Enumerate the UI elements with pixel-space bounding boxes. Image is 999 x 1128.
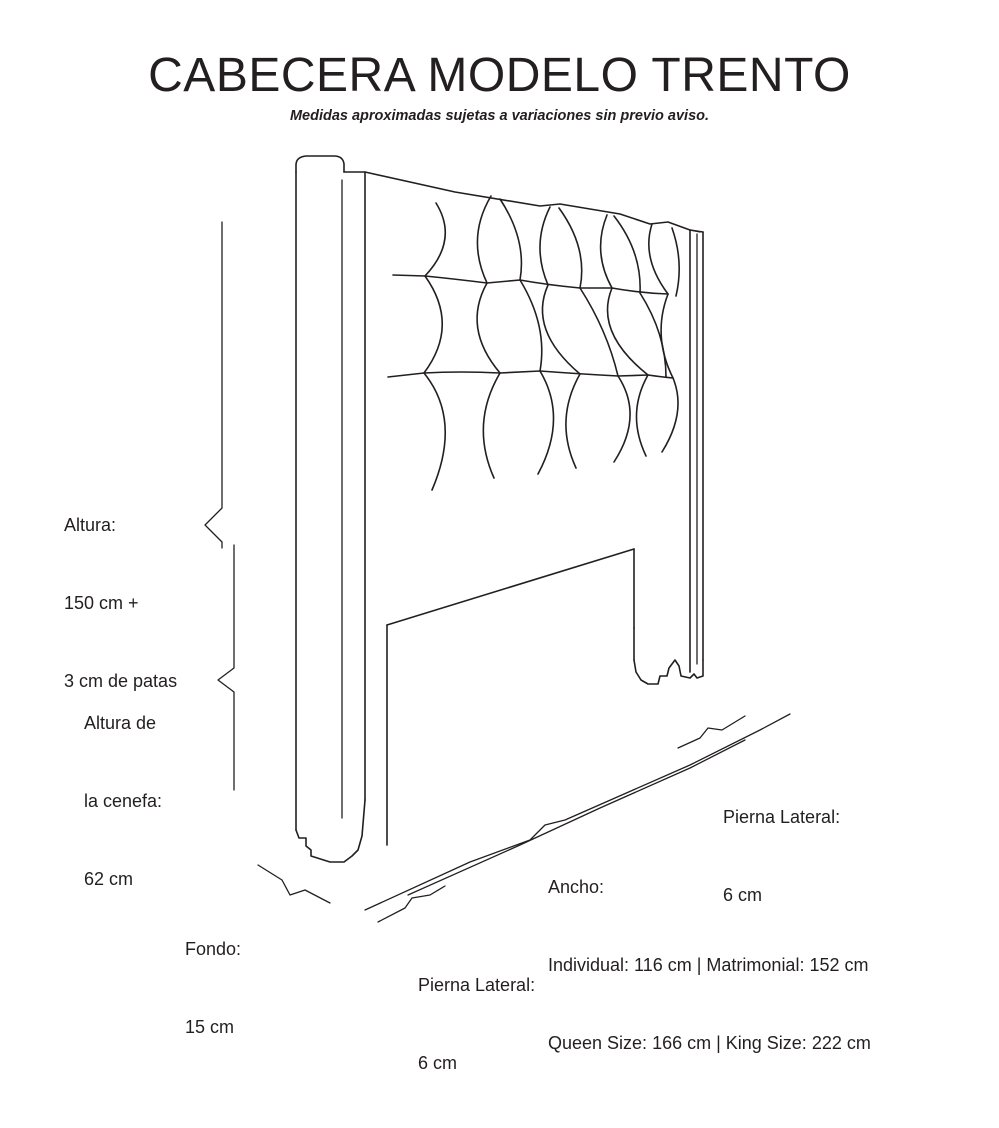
side-leg-bottom-leader-line: [378, 886, 445, 922]
label-depth: Fondo: 15 cm: [185, 884, 345, 1092]
tuft-r1-c9: [672, 228, 679, 296]
tuft-r1-c3: [500, 199, 521, 280]
tuft-r3-c6: [636, 375, 648, 456]
label-height-line-1: Altura:: [64, 515, 117, 535]
diagram-page: CABECERA MODELO TRENTO Medidas aproximad…: [0, 0, 999, 1073]
tuft-r3-c1: [424, 373, 445, 490]
label-skirt-height-line-1: Altura de: [84, 713, 157, 733]
width-dimension-line: [365, 714, 790, 910]
dimension-line-side-leg-right: [678, 716, 745, 748]
skirt-height-dimension-line: [218, 545, 234, 790]
label-depth-line-1: Fondo:: [185, 939, 242, 959]
depth-leader-line: [258, 865, 330, 903]
headboard-drawing: [0, 0, 999, 999]
tuft-r2-c8: [661, 294, 673, 378]
tuft-r1-c7: [614, 216, 640, 293]
dimension-line-side-leg-bottom: [378, 886, 445, 922]
tuft-r1-c1: [425, 203, 445, 276]
skirt-panel: [387, 549, 634, 845]
label-width-line-1: Ancho:: [548, 877, 605, 897]
tuft-r1-c2: [477, 196, 491, 283]
label-side-leg-right-line-2: 6 cm: [723, 885, 763, 905]
tuft-r1-c8: [649, 224, 668, 294]
label-side-leg-right: Pierna Lateral: 6 cm: [723, 752, 953, 960]
label-depth-line-2: 15 cm: [185, 1017, 235, 1037]
page-title: CABECERA MODELO TRENTO: [148, 49, 851, 102]
headboard-top-contour: [365, 172, 690, 230]
label-width-line-2: Individual: 116 cm | Matrimonial: 152 cm: [548, 955, 869, 975]
width-dimension-line-upper: [408, 740, 745, 895]
headboard-right-leg: [634, 628, 703, 684]
tufting-horizontal-seams: [388, 275, 673, 378]
left-leg-foot-profile: [296, 800, 365, 862]
dimension-line-width: [365, 714, 790, 910]
tuft-r3-c5: [614, 376, 630, 462]
skirt-top-edge: [387, 549, 634, 625]
left-panel-top-cap: [296, 156, 344, 172]
tufting-channels-row2: [424, 276, 673, 378]
height-dimension-line-upper: [205, 222, 222, 548]
headboard-left-leg: [296, 800, 365, 862]
dimension-line-height: [205, 222, 222, 548]
tufting-seam-row1: [393, 275, 668, 294]
tuft-r2-c3: [520, 280, 542, 371]
label-skirt-height-line-3: 62 cm: [84, 869, 134, 889]
label-side-leg-right-line-1: Pierna Lateral:: [723, 807, 841, 827]
tuft-r2-c4: [542, 285, 580, 374]
tuft-r2-c7: [640, 293, 666, 377]
headboard-top-edge: [365, 172, 700, 232]
dimension-line-skirt-height: [218, 545, 234, 790]
dimension-line-width-upper: [408, 740, 745, 895]
headboard-right-side-panel: [690, 230, 703, 672]
tuft-r3-c4: [566, 374, 580, 468]
right-leg-foot-profile: [634, 660, 703, 684]
tuft-r3-c3: [538, 371, 554, 474]
tuft-r2-c5: [580, 288, 618, 376]
tufting-channels-row3: [424, 371, 678, 490]
tuft-r1-c6: [601, 215, 612, 288]
tuft-r2-c1: [424, 276, 442, 373]
page-subtitle: Medidas aproximadas sujetas a variacione…: [289, 108, 710, 124]
tuft-r3-c2: [483, 373, 500, 478]
tuft-r2-c6: [608, 288, 649, 375]
right-panel-top-step: [690, 230, 703, 232]
tuft-r1-c4: [540, 207, 550, 285]
dimension-line-depth: [258, 865, 330, 903]
tuft-r2-c2: [477, 283, 500, 373]
headboard-left-side-panel: [296, 156, 365, 830]
label-skirt-height: Altura de la cenefa: 62 cm: [84, 658, 264, 944]
label-width-line-3: Queen Size: 166 cm | King Size: 222 cm: [548, 1033, 871, 1053]
side-leg-right-leader-line: [678, 716, 745, 748]
label-height: Altura: 150 cm + 3 cm de patas: [64, 460, 244, 746]
label-height-line-3: 3 cm de patas: [64, 671, 178, 691]
label-width: Ancho: Individual: 116 cm | Matrimonial:…: [548, 822, 968, 1108]
label-height-line-2: 150 cm +: [64, 593, 139, 613]
tufting-seam-row2: [388, 371, 673, 378]
tuft-r1-c5: [559, 208, 582, 288]
label-skirt-height-line-2: la cenefa:: [84, 791, 163, 811]
tufting-channels-row1: [425, 196, 679, 296]
tuft-r3-c7: [662, 378, 678, 452]
label-side-leg-bottom-line-1: Pierna Lateral:: [418, 975, 536, 995]
